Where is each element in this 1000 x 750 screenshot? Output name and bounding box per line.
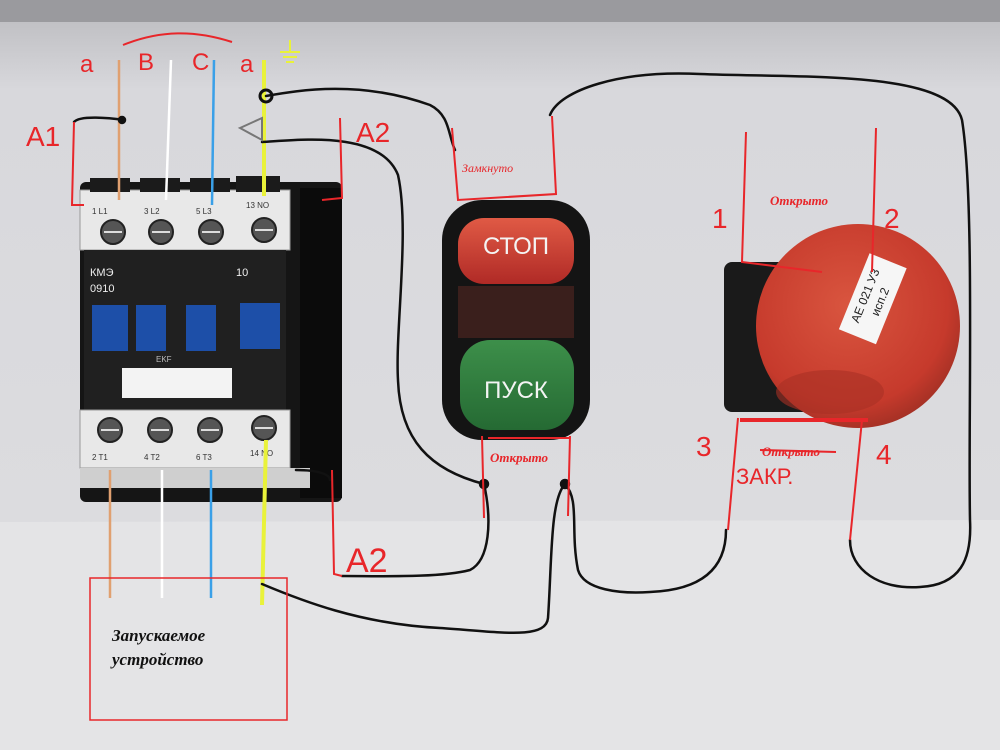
contactor-brand: EKF [156, 355, 172, 364]
indicator-window-1 [92, 305, 128, 351]
phase-label-a1: a [80, 51, 94, 78]
bottom-screws [97, 415, 277, 443]
terminal-label-t2: 4 T2 [144, 453, 160, 462]
bracket-start [481, 435, 571, 519]
terminal-label-l3: 5 L3 [196, 207, 212, 216]
bracket-a2-bottom [331, 469, 343, 577]
label-zamknuto: Замкнуто [462, 161, 513, 175]
wire-stop-to-emergency [548, 72, 972, 589]
terminal-label-l2: 3 L2 [144, 207, 160, 216]
label-a2-bottom: A2 [346, 542, 388, 580]
contactor: КМЭ 0910 10 EKF 1 L1 3 L2 5 L3 13 NO 2 T… [79, 176, 342, 502]
contactor-model-2: 0910 [90, 283, 114, 295]
bracket-emergency-bottom [727, 417, 863, 541]
bracket-a2 [321, 117, 344, 201]
load-device-line2: устройство [112, 650, 204, 669]
phase-label-a2: a [240, 51, 254, 78]
label-otkryto-start: Открыто [490, 450, 549, 465]
wire-start-to-emergency [563, 482, 728, 594]
top-screws [100, 217, 277, 245]
bracket-stop [451, 115, 558, 202]
red-markup [70, 32, 877, 577]
phase-label-b: B [138, 49, 154, 76]
label-otkryto-emergency: Открыто [770, 193, 829, 208]
fuse-icon [237, 116, 263, 142]
terminal-label-t3: 6 T3 [196, 453, 212, 462]
terminal-label-14no: 14 NO [250, 449, 273, 458]
top-shadow [0, 0, 1000, 22]
label-otkryto-struck: Открыто [762, 444, 821, 459]
wire-a2-to-start [260, 138, 486, 486]
start-label: ПУСК [484, 377, 548, 404]
ground-icon [280, 40, 300, 63]
indicator-window-2 [136, 305, 166, 351]
label-zakr: ЗАКР. [736, 464, 793, 489]
indicator-window-4 [240, 303, 280, 349]
stop-label: СТОП [483, 233, 549, 260]
stop-button [458, 218, 574, 284]
contactor-aux-code: 10 [236, 267, 248, 279]
label-n3: 3 [696, 431, 712, 462]
label-n1: 1 [712, 203, 728, 234]
bracket-a1 [70, 121, 84, 206]
wire-start-to-load [260, 482, 567, 634]
indicator-window-3 [186, 305, 216, 351]
red-labels: a B C a A1 A2 A2 Замкнуто Открыто Открыт… [26, 49, 900, 580]
terminal-label-l1: 1 L1 [92, 207, 108, 216]
label-a1: A1 [26, 121, 60, 152]
start-button [460, 340, 574, 430]
phase-brace [122, 32, 233, 46]
emergency-stop-button: АЕ 021 У3 исп.2 [724, 224, 960, 428]
phase-label-c: C [192, 49, 209, 76]
start-stop-pushbutton: СТОП ПУСК [442, 200, 590, 440]
strike-through [759, 449, 837, 453]
wire-phase-b [164, 59, 173, 201]
label-n2: 2 [884, 203, 900, 234]
terminal-label-13no: 13 NO [246, 201, 269, 210]
nameplate [122, 368, 232, 398]
wire-phase-c [210, 59, 216, 206]
bracket-emergency-top [740, 127, 877, 273]
contactor-model-1: КМЭ [90, 267, 114, 279]
wire-start-to-a2 [340, 482, 490, 578]
load-device-line1: Запускаемое [112, 626, 206, 645]
terminal-label-t1: 2 T1 [92, 453, 108, 462]
wire-to-stop [264, 87, 457, 152]
label-a2-top: A2 [356, 117, 390, 148]
wire-14no-stub [294, 468, 332, 482]
indicator-lens [458, 286, 574, 338]
load-device-box [89, 577, 288, 721]
label-n4: 4 [876, 439, 892, 470]
